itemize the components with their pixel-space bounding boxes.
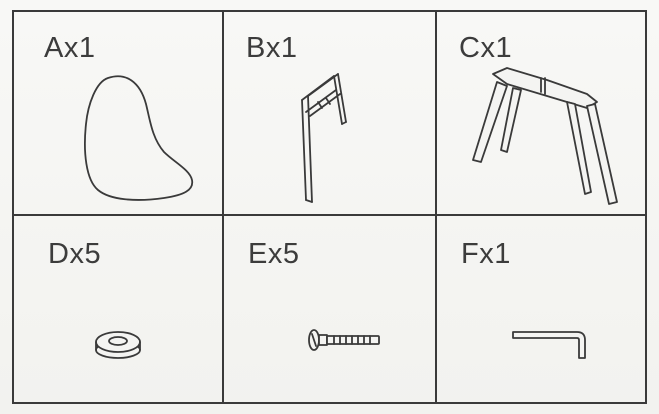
wooden-legs-icon (437, 12, 645, 214)
washer-icon (14, 216, 222, 402)
part-cell-e: Ex5 (224, 216, 435, 402)
parts-grid: Ax1 Bx1 Cx1 (12, 10, 647, 404)
part-cell-f: Fx1 (437, 216, 645, 402)
part-cell-b: Bx1 (224, 12, 435, 214)
part-cell-a: Ax1 (14, 12, 222, 214)
wire-frame-icon (224, 12, 435, 214)
part-cell-c: Cx1 (437, 12, 645, 214)
part-cell-d: Dx5 (14, 216, 222, 402)
allen-key-icon (437, 216, 645, 402)
shell-seat-icon (14, 12, 222, 214)
bolt-icon (224, 216, 435, 402)
